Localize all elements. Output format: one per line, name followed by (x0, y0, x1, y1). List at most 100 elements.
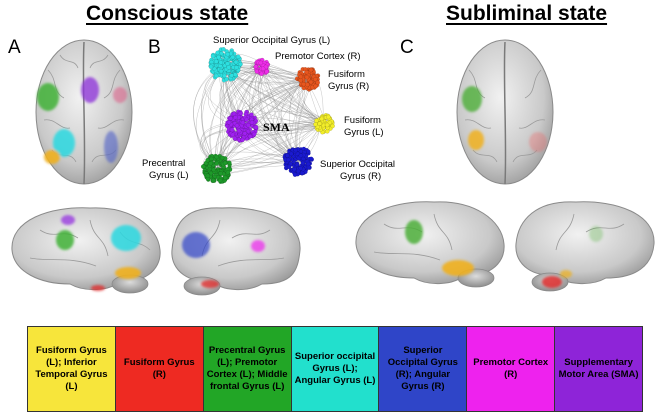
network-node-dot (238, 111, 244, 116)
network-node-dot (229, 73, 234, 78)
legend-cell-1: Fusiform Gyrus (L); Inferior Temporal Gy… (28, 327, 116, 411)
network-node-dot (208, 64, 214, 70)
network-node-dot (330, 123, 335, 129)
network-node-dot (251, 131, 257, 137)
network-node-dot (246, 122, 251, 128)
node-label-fg-r-line1: Fusiform (328, 69, 365, 80)
network-node-dot (249, 120, 255, 125)
legend-cell-3: Precentral Gyrus (L); Premotor Cortex (L… (203, 327, 292, 411)
node-label-fg-r-line2: Gyrus (R) (328, 81, 369, 92)
network-node-dot (308, 156, 314, 162)
network-node-dot (315, 80, 320, 85)
sulci (555, 213, 625, 251)
network-node-dot (226, 65, 231, 70)
network-node-dot (301, 81, 306, 87)
network-node-dot (254, 69, 260, 74)
network-node-dot (236, 128, 242, 134)
network-node-dot (264, 69, 269, 74)
network-node-dot (305, 161, 311, 167)
network-node-dot (210, 53, 216, 59)
network-edge (231, 123, 295, 159)
network-node-dot (298, 74, 304, 80)
network-node-dot (209, 156, 214, 162)
region-blobs (542, 226, 603, 288)
network-labels: Superior Occipital Gyrus (L) Premotor Co… (142, 35, 395, 182)
brain-side-view-subliminal-left (355, 201, 505, 288)
node-cluster-fg-l (313, 113, 335, 135)
network-node-dot (218, 60, 224, 65)
network-node-dot (222, 73, 227, 79)
network-node-dot (214, 154, 219, 160)
network-node-dot (305, 149, 311, 154)
network-node-dot (222, 160, 228, 166)
network-node-dot (205, 157, 210, 163)
node-label-pmc-r: Premotor Cortex (R) (275, 51, 361, 62)
network-node-dot (259, 71, 264, 77)
region-color-legend: Fusiform Gyrus (L); Inferior Temporal Gy… (27, 326, 643, 412)
network-node-dot (319, 116, 325, 122)
network-edge (257, 66, 324, 122)
legend-cell-7: Supplementary Motor Area (SMA) (555, 327, 643, 411)
node-cluster-sog-r (282, 146, 314, 177)
connectivity-network: Superior Occipital Gyrus (L) Premotor Co… (142, 35, 395, 184)
node-label-fg-l-line2: Gyrus (L) (344, 127, 384, 138)
brain-side-view-subliminal-right (515, 201, 655, 292)
region-blobs (182, 232, 265, 288)
network-node-dot (305, 82, 310, 87)
network-node-dot (235, 54, 241, 60)
network-node-dot (304, 69, 309, 75)
network-node-dot (219, 155, 225, 161)
node-cluster-pcg-l (200, 153, 233, 184)
network-node-dot (313, 83, 318, 89)
node-cluster-fg-r (294, 67, 321, 92)
brain-side-view-conscious-right (171, 207, 301, 296)
network-node-dot (222, 175, 228, 180)
network-node-dot (253, 124, 259, 130)
brain-top-view-conscious (35, 39, 133, 185)
region-blobs (56, 215, 141, 291)
node-label-sog-r-line2: Gyrus (R) (340, 171, 381, 182)
network-node-dot (244, 117, 249, 122)
region-blobs (462, 86, 547, 152)
network-node-dot (234, 123, 240, 128)
network-node-dot (211, 178, 216, 183)
network-node-dot (224, 76, 229, 82)
network-node-clusters (200, 47, 335, 184)
network-node-dot (308, 67, 314, 73)
network-node-dot (240, 120, 246, 125)
region-blobs (37, 77, 127, 164)
network-node-dot (215, 50, 220, 56)
network-node-dot (218, 68, 224, 74)
network-node-dot (292, 172, 298, 177)
network-node-dot (249, 112, 254, 117)
network-node-dot (286, 164, 292, 170)
network-node-dot (240, 137, 245, 143)
sulci (464, 69, 546, 163)
network-node-dot (299, 170, 305, 176)
network-node-dot (200, 164, 206, 169)
network-node-dot (205, 173, 211, 179)
node-label-sog-r-line1: Superior Occipital (320, 159, 395, 170)
node-cluster-sma (224, 109, 259, 143)
network-node-dot (324, 122, 330, 128)
network-node-dot (208, 161, 213, 166)
network-node-dot (326, 114, 331, 120)
network-node-dot (313, 77, 318, 82)
network-node-dot (226, 120, 232, 125)
network-node-dot (295, 168, 301, 174)
network-node-dot (293, 147, 298, 153)
network-node-dot (218, 171, 223, 176)
subliminal-state-heading: Subliminal state (446, 2, 608, 25)
network-node-dot (225, 51, 230, 57)
network-node-dot (225, 170, 231, 175)
network-node-dot (298, 153, 304, 158)
network-node-dot (221, 47, 226, 52)
network-node-dot (214, 161, 220, 166)
network-edge (219, 126, 321, 167)
node-label-pcg-l-line2: Gyrus (L) (149, 170, 189, 181)
legend-cell-5: Superior Occipital Gyrus (R); Angular Gy… (379, 327, 468, 411)
network-node-dot (308, 79, 314, 85)
node-label-sog-l: Superior Occipital Gyrus (L) (213, 35, 330, 46)
legend-cell-6: Premotor Cortex (R) (467, 327, 556, 411)
node-cluster-sog-l (208, 47, 243, 83)
